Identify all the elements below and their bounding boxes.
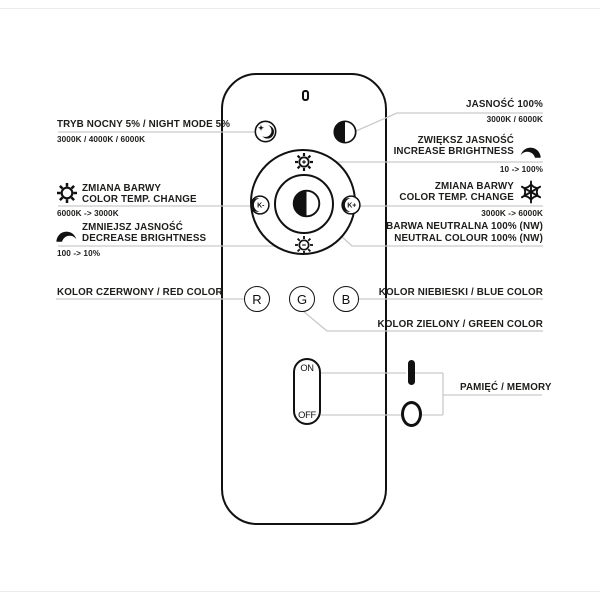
label-line: COLOR TEMP. CHANGE [82,193,197,205]
label-line: ZMIANA BARWY [434,180,514,192]
label-line: ZMIANA BARWY [82,182,162,194]
on-off-switch: ON OFF [293,358,321,425]
increase-arc-icon [519,147,542,159]
memory-off-symbol [401,401,422,427]
sun-warm-icon [57,183,77,203]
label-increase-brightness-sub: 10 -> 100% [499,165,543,174]
k-plus-button: K+ [341,195,361,215]
green-button: G [289,286,315,312]
label-decrease-brightness-sub: 100 -> 10% [57,249,101,258]
label-color-temp-right-sub: 3000K -> 6000K [481,209,543,218]
label-increase-brightness: ZWIĘKSZ JASNOŚĆ INCREASE BRIGHTNESS [394,135,514,157]
label-night-mode: TRYB NOCNY 5% / NIGHT MODE 5% [57,119,231,130]
label-blue-color: KOLOR NIEBIESKI / BLUE COLOR [378,287,543,298]
memory-on-symbol [408,360,415,385]
label-decrease-brightness: ZMNIEJSZ JASNOŚĆ DECREASE BRIGHTNESS [82,222,206,244]
label-line: NEUTRAL COLOUR 100% (NW) [394,233,543,244]
on-label: ON [300,363,314,373]
dpad-inner-ring [274,174,334,234]
crescent-icon [342,198,359,212]
decrease-arc-icon [56,231,77,243]
sun-plus-icon [295,153,313,171]
moon-star-icon [258,124,274,139]
label-line: BARWA NEUTRALNA 100% (NW) [386,221,543,232]
top-rule [0,8,600,9]
label-line: INCREASE BRIGHTNESS [393,145,514,157]
label-color-temp-left-sub: 6000K -> 3000K [57,209,119,218]
label-night-mode-sub: 3000K / 4000K / 6000K [57,135,146,144]
k-minus-button: K- [250,195,270,215]
label-neutral-colour: BARWA NEUTRALNA 100% (NW) NEUTRAL COLOUR… [386,221,543,245]
green-button-label: G [296,291,308,307]
half-circle-icon [334,121,345,143]
red-button-label: R [252,291,262,307]
label-brightness-100-sub: 3000K / 6000K [486,115,543,124]
label-line: ZMNIEJSZ JASNOŚĆ [82,221,183,233]
label-memory: PAMIĘĆ / MEMORY [460,381,552,393]
red-button: R [244,286,270,312]
label-line: COLOR TEMP. CHANGE [399,191,514,203]
label-color-temp-right: ZMIANA BARWY COLOR TEMP. CHANGE [399,181,514,203]
off-label: OFF [298,410,316,420]
sun-minus-icon [295,236,313,254]
blue-button: B [333,286,359,312]
ir-indicator [302,90,309,101]
label-line: DECREASE BRIGHTNESS [82,232,207,244]
night-mode-button [254,120,277,143]
snowflake-icon [520,180,542,204]
neutral-colour-button [292,189,321,218]
label-color-temp-left: ZMIANA BARWY COLOR TEMP. CHANGE [82,183,197,205]
blue-button-label: B [341,291,351,307]
half-circle-icon [293,190,307,217]
brightness-100-button [333,120,357,144]
label-green-color: KOLOR ZIELONY / GREEN COLOR [377,318,543,330]
crescent-icon [251,198,268,212]
label-line: ZWIĘKSZ JASNOŚĆ [417,134,514,146]
k-minus-label: K- [257,203,265,210]
k-plus-label: K+ [347,203,356,210]
label-brightness-100: JASNOŚĆ 100% [466,99,543,110]
bottom-rule [0,591,600,592]
label-red-color: KOLOR CZERWONY / RED COLOR [57,286,223,298]
